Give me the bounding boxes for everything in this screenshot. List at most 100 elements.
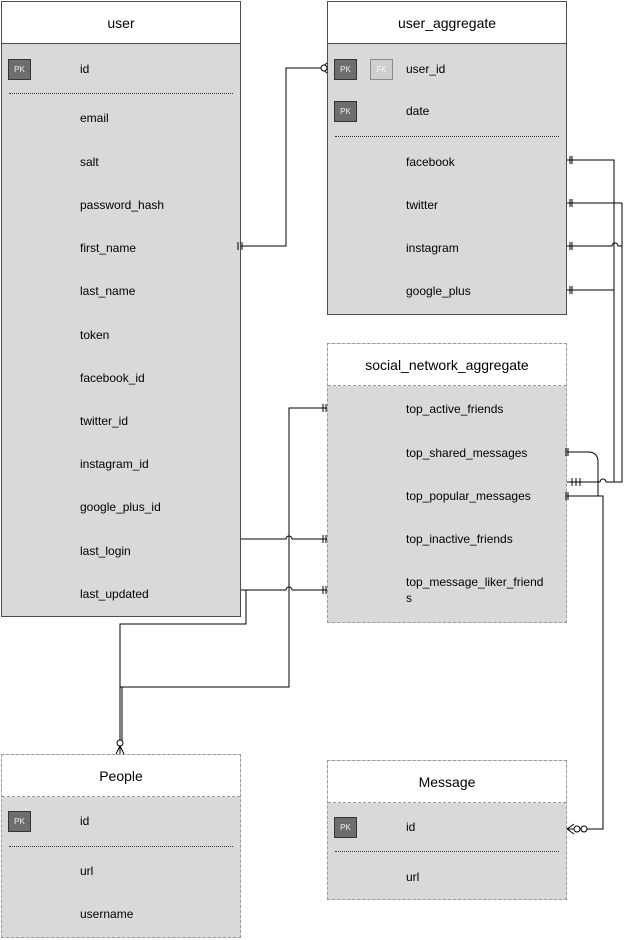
field-row: top_active_friends [328,399,566,419]
entity-social-network-aggregate[interactable]: social_network_aggregate top_active_frie… [327,343,567,623]
key-separator [335,136,559,137]
cardinality-zero-marker [573,825,581,833]
cardinality-one-marker [237,242,243,250]
field-row: PK id [2,811,240,832]
field-name: date [406,104,430,118]
foreign-key-badge: FK [370,59,393,80]
field-row: top_inactive_friends [328,529,566,549]
primary-key-badge: PK [334,101,357,122]
field-row: PK id [2,59,240,80]
cardinality-one-marker [569,286,573,294]
cardinality-zero-marker [320,64,328,72]
key-separator [335,851,559,852]
field-name: url [406,870,420,884]
entity-message[interactable]: Message PK id url [327,760,567,900]
relationship-line [567,495,604,830]
field-row: url [328,867,566,887]
primary-key-badge: PK [334,817,357,838]
field-name: instagram [406,241,459,255]
entity-people[interactable]: People PK id url username [1,754,241,938]
field-name: first_name [80,241,137,255]
field-name: id [80,814,90,828]
field-name: top_shared_messages [406,446,528,460]
cardinality-one-marker [571,478,581,486]
relationship-line [241,67,321,247]
field-name: token [80,328,110,342]
field-name: id [406,820,416,834]
field-name: google_plus_id [80,500,161,514]
cardinality-one-marker [322,535,327,543]
field-row: salt [2,152,240,172]
field-name: id [80,62,90,76]
field-name: username [80,907,134,921]
field-name: last_name [80,284,136,298]
key-separator [9,846,233,847]
cardinality-zero-marker [580,825,588,833]
field-name: url [80,864,94,878]
field-row: url [2,861,240,881]
entity-title: user_aggregate [328,2,566,44]
cardinality-zero-many-marker [566,823,575,835]
field-name: twitter [406,198,439,212]
field-row: password_hash [2,195,240,215]
field-row: instagram_id [2,454,240,474]
field-row: twitter [328,195,566,215]
field-row: PK date [328,101,566,122]
field-name: google_plus [406,284,471,298]
field-name: last_updated [80,587,149,601]
field-row: last_name [2,281,240,301]
field-name: top_active_friends [406,402,504,416]
field-name: instagram_id [80,457,149,471]
field-row: last_login [2,541,240,561]
entity-title: user [2,2,240,44]
field-name: email [80,111,109,125]
cardinality-one-marker [322,404,327,412]
key-separator [9,93,233,94]
field-name: facebook [406,155,455,169]
field-row: top_message_liker_friend [328,572,566,592]
field-name: top_message_liker_friend [406,575,544,589]
field-row: top_shared_messages [328,443,566,463]
relationship-line [241,586,327,591]
relationship-line [567,242,622,247]
field-row: facebook [328,152,566,172]
cardinality-zero-many-marker [115,745,125,755]
primary-key-badge: PK [8,811,31,832]
field-name: salt [80,155,99,169]
cardinality-one-marker [322,586,327,594]
cardinality-one-marker [565,448,569,456]
field-row: token [2,325,240,345]
field-name: password_hash [80,198,165,212]
entity-user[interactable]: user PK id email salt password_hash firs… [1,1,241,617]
field-row: username [2,904,240,924]
field-row: instagram [328,238,566,258]
field-row: email [2,108,240,128]
cardinality-one-marker [569,156,573,164]
relationship-line [119,590,247,744]
entity-title: social_network_aggregate [328,344,566,386]
field-name: top_inactive_friends [406,532,513,546]
field-row: top_popular_messages [328,486,566,506]
field-name: user_id [406,62,446,76]
field-name: last_login [80,544,131,558]
field-name: s [406,591,412,605]
field-name: facebook_id [80,371,145,385]
entity-title: Message [328,761,566,803]
field-row: last_updated [2,584,240,604]
relationship-line [241,535,327,540]
primary-key-badge: PK [8,59,31,80]
cardinality-one-marker [569,199,573,207]
relationship-line [567,159,615,482]
field-name: twitter_id [80,414,129,428]
field-row: facebook_id [2,368,240,388]
primary-key-badge: PK [334,59,357,80]
field-row: google_plus_id [2,497,240,517]
field-row: twitter_id [2,411,240,431]
cardinality-one-marker [565,492,569,500]
field-row: PK id [328,817,566,838]
field-row: google_plus [328,281,566,301]
field-row: PK FK user_id [328,59,566,80]
relationship-line [567,203,623,483]
entity-user-aggregate[interactable]: user_aggregate PK FK user_id PK date fac… [327,1,567,315]
